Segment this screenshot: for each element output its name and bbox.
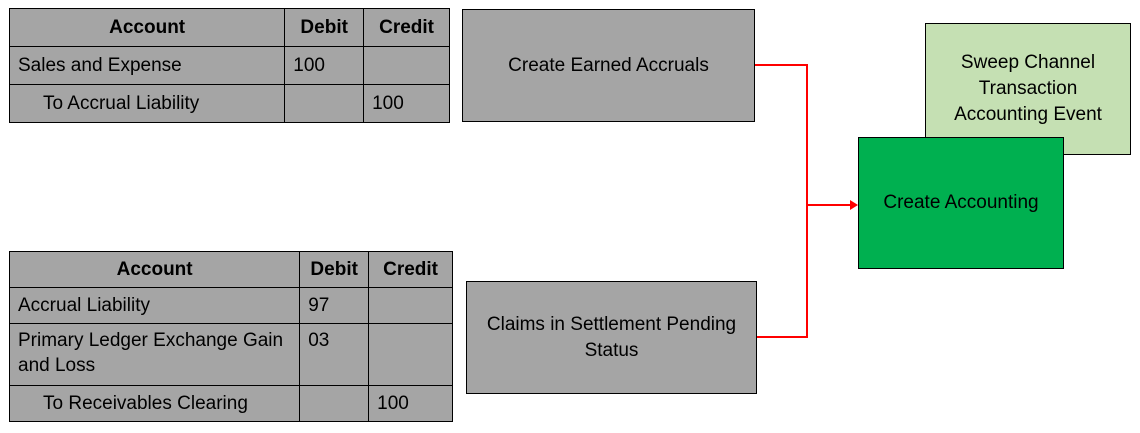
debit-cell	[284, 84, 365, 123]
node-label: Create Earned Accruals	[508, 54, 709, 76]
debit-cell: 100	[284, 46, 365, 85]
sweep-channel-event-node: Sweep Channel Transaction Accounting Eve…	[925, 23, 1131, 155]
account-cell: Sales and Expense	[8, 46, 286, 85]
table-header-row: Account Debit Credit	[8, 251, 453, 288]
credit-cell	[368, 323, 453, 386]
journal-entry-table-earned-accruals: Account Debit Credit Sales and Expense 1…	[8, 8, 450, 123]
create-accounting-node: Create Accounting	[858, 137, 1064, 269]
header-debit: Debit	[299, 251, 370, 288]
create-earned-accruals-node: Create Earned Accruals	[462, 9, 755, 122]
journal-entry-table-claims-settlement: Account Debit Credit Accrual Liability 9…	[8, 251, 453, 422]
account-cell: Accrual Liability	[8, 287, 301, 324]
table-row: Primary Ledger Exchange Gain and Loss 03	[8, 323, 453, 386]
node-label: Sweep Channel Transaction Accounting Eve…	[954, 52, 1102, 125]
table-header-row: Account Debit Credit	[8, 8, 450, 47]
table-row: To Accrual Liability 100	[8, 84, 450, 123]
debit-cell	[299, 385, 370, 422]
table-row: Accrual Liability 97	[8, 287, 453, 324]
header-credit: Credit	[368, 251, 453, 288]
account-cell: To Accrual Liability	[8, 84, 286, 123]
node-label: Create Accounting	[883, 192, 1039, 213]
connector-line	[755, 64, 808, 338]
table-row: Sales and Expense 100	[8, 46, 450, 85]
credit-cell: 100	[368, 385, 453, 422]
header-account: Account	[8, 251, 301, 288]
debit-cell: 97	[299, 287, 370, 324]
account-cell: Primary Ledger Exchange Gain and Loss	[8, 323, 301, 386]
credit-cell	[368, 287, 453, 324]
table-row: To Receivables Clearing 100	[8, 385, 453, 422]
credit-cell: 100	[363, 84, 450, 123]
account-cell: To Receivables Clearing	[8, 385, 301, 422]
header-account: Account	[8, 8, 286, 47]
header-debit: Debit	[284, 8, 365, 47]
credit-cell	[363, 46, 450, 85]
node-label: Claims in Settlement Pending Status	[486, 313, 737, 361]
arrowhead-icon	[850, 200, 858, 210]
claims-settlement-node: Claims in Settlement Pending Status	[466, 281, 757, 394]
header-credit: Credit	[363, 8, 450, 47]
debit-cell: 03	[299, 323, 370, 386]
